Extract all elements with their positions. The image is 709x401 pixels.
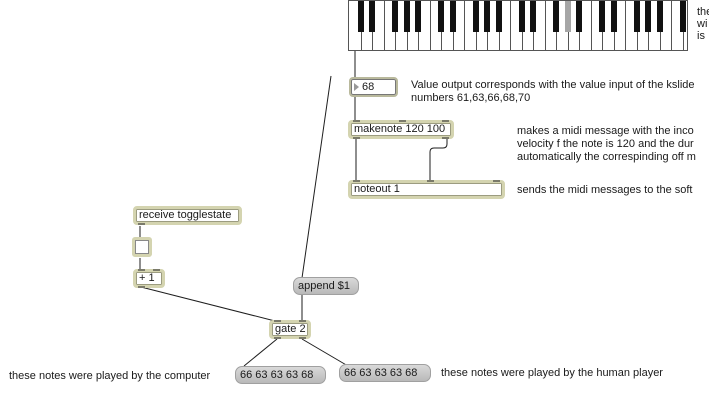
comment-top-right-1: the — [697, 6, 709, 18]
makenote-label: makenote 120 100 — [354, 123, 446, 135]
black-key[interactable] — [358, 1, 364, 32]
black-key[interactable] — [553, 1, 559, 32]
black-key[interactable] — [473, 1, 479, 32]
comment-human-played: these notes were played by the human pla… — [441, 367, 663, 379]
inlet[interactable] — [427, 180, 434, 182]
black-key[interactable] — [369, 1, 375, 32]
black-key[interactable] — [392, 1, 398, 32]
comment-makenote-3: automatically the correspinding off m — [517, 151, 696, 163]
black-key[interactable] — [680, 1, 686, 32]
gate-object[interactable]: gate 2 — [269, 320, 311, 339]
black-key[interactable] — [645, 1, 651, 32]
kslider-keyboard[interactable] — [348, 0, 688, 51]
black-key[interactable] — [496, 1, 502, 32]
number-box-value: 68 — [362, 81, 375, 93]
white-key-divider — [671, 1, 672, 50]
comment-top-right-3: is — [697, 30, 705, 42]
outlet[interactable] — [353, 137, 360, 139]
receive-label: receive togglestate — [139, 209, 232, 221]
plus-label: + 1 — [139, 272, 155, 284]
outlet[interactable] — [138, 286, 145, 288]
outlet[interactable] — [299, 337, 306, 339]
patch-cord — [429, 138, 448, 181]
black-key[interactable] — [576, 1, 582, 32]
black-key[interactable] — [611, 1, 617, 32]
inlet[interactable] — [274, 320, 281, 322]
inlet[interactable] — [493, 180, 500, 182]
black-key[interactable] — [657, 1, 663, 32]
gate-label: gate 2 — [275, 323, 306, 335]
black-key[interactable] — [415, 1, 421, 32]
inlet[interactable] — [353, 120, 360, 122]
patch-cord — [301, 75, 332, 279]
white-key-divider — [384, 1, 385, 50]
black-key[interactable] — [634, 1, 640, 32]
computer-notes-message[interactable]: 66 63 63 63 68 — [235, 366, 326, 384]
outlet[interactable] — [442, 137, 449, 139]
black-key[interactable] — [484, 1, 490, 32]
outlet[interactable] — [138, 223, 145, 225]
patch-cord — [243, 338, 278, 367]
white-key-divider — [430, 1, 431, 50]
patch-cord — [301, 338, 349, 367]
black-key[interactable] — [519, 1, 525, 32]
comment-makenote-2: velocity f the note is 120 and the dur — [517, 138, 694, 150]
white-key-divider — [625, 1, 626, 50]
black-key[interactable] — [530, 1, 536, 32]
white-key-divider — [510, 1, 511, 50]
inlet[interactable] — [399, 120, 406, 122]
black-key[interactable] — [404, 1, 410, 32]
black-key[interactable] — [565, 1, 571, 32]
human-notes-message[interactable]: 66 63 63 63 68 — [339, 364, 431, 382]
black-key[interactable] — [599, 1, 605, 32]
noteout-object[interactable]: noteout 1 — [348, 180, 505, 199]
inlet[interactable] — [353, 180, 360, 182]
toggle-checkbox[interactable] — [132, 237, 152, 257]
inlet[interactable] — [138, 269, 145, 271]
comment-computer-played: these notes were played by the computer — [9, 370, 211, 382]
inlet[interactable] — [442, 120, 449, 122]
white-key-divider — [591, 1, 592, 50]
comment-value-output-2: numbers 61,63,66,68,70 — [411, 92, 531, 104]
black-key[interactable] — [450, 1, 456, 32]
patch-cord — [140, 286, 276, 322]
plus-object[interactable]: + 1 — [133, 269, 165, 288]
white-key-divider — [464, 1, 465, 50]
number-box-triangle-icon — [354, 83, 359, 91]
white-key-divider — [545, 1, 546, 50]
black-key[interactable] — [438, 1, 444, 32]
outlet[interactable] — [274, 337, 281, 339]
comment-top-right-2: wi — [697, 18, 708, 30]
makenote-object[interactable]: makenote 120 100 — [348, 120, 454, 139]
inlet[interactable] — [153, 269, 160, 271]
comment-value-output-1: Value output corresponds with the value … — [411, 79, 695, 91]
number-box[interactable]: 68 — [349, 77, 398, 97]
comment-noteout: sends the midi messages to the soft — [517, 184, 693, 196]
receive-object[interactable]: receive togglestate — [133, 206, 242, 225]
noteout-label: noteout 1 — [354, 183, 400, 195]
append-message[interactable]: append $1 — [293, 277, 359, 295]
inlet[interactable] — [299, 320, 306, 322]
comment-makenote-1: makes a midi message with the inco — [517, 125, 694, 137]
